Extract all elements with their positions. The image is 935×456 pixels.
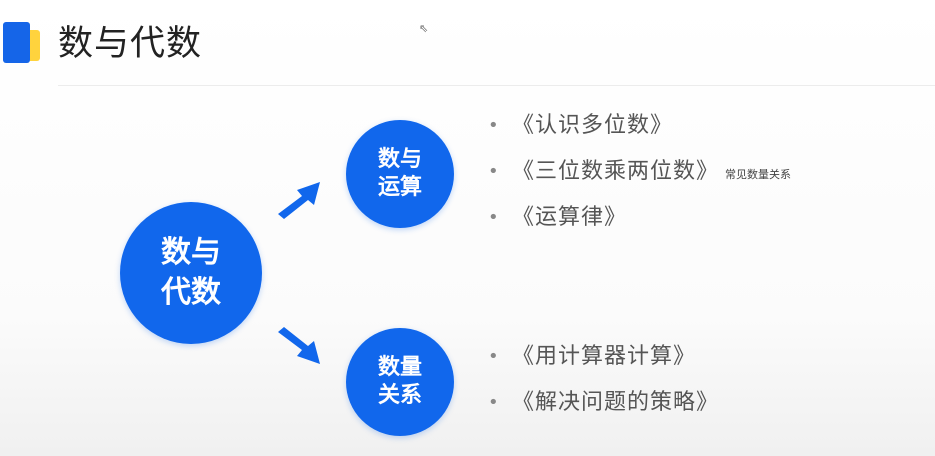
branch-node-label-line2: 关系: [377, 383, 422, 408]
title-divider: [58, 85, 935, 86]
bullet: •: [488, 346, 499, 367]
topic-list-relations: • 《用计算器计算》 • 《解决问题的策略》: [488, 339, 719, 431]
list-item: • 《运算律》: [488, 200, 791, 246]
pointer-cursor-icon: ⇖: [419, 22, 429, 35]
title-accent-bar-yellow: [30, 30, 40, 61]
topic-title: 《运算律》: [512, 205, 628, 230]
arrow-up-right-shape: [278, 182, 320, 219]
branch-node-label-line1: 数量: [377, 355, 422, 380]
root-node-number-and-algebra: 数与 代数: [120, 202, 262, 344]
bullet: •: [488, 392, 499, 413]
list-item: • 《用计算器计算》: [488, 339, 719, 385]
bullet: •: [488, 161, 499, 182]
page-title: 数与代数: [58, 24, 203, 64]
list-item: • 《解决问题的策略》: [488, 385, 719, 431]
root-node-label-line1: 数与: [161, 235, 221, 270]
arrow-down-right-shape: [278, 327, 320, 364]
topic-title: 《用计算器计算》: [512, 344, 697, 369]
branch-node-label-line2: 运算: [377, 175, 422, 200]
bullet: •: [488, 207, 499, 228]
branch-node-label-line1: 数与: [377, 147, 422, 172]
topic-title: 《认识多位数》: [512, 113, 674, 138]
arrow-up-right-icon: [278, 182, 320, 219]
arrow-down-right-icon: [278, 327, 320, 364]
bullet: •: [488, 115, 499, 136]
root-node-label-line2: 代数: [161, 275, 221, 310]
list-item: • 《认识多位数》: [488, 108, 791, 154]
topic-list-operations: • 《认识多位数》 • 《三位数乘两位数》常见数量关系 • 《运算律》: [488, 108, 791, 246]
branch-node-numbers-and-operations: 数与 运算: [346, 120, 454, 228]
topic-title: 《三位数乘两位数》: [512, 159, 720, 184]
title-accent-bar-blue: [3, 22, 30, 63]
topic-title: 《解决问题的策略》: [512, 390, 720, 415]
list-item: • 《三位数乘两位数》常见数量关系: [488, 154, 791, 200]
branch-node-quantity-relations: 数量 关系: [346, 328, 454, 436]
topic-note: 常见数量关系: [725, 168, 792, 181]
